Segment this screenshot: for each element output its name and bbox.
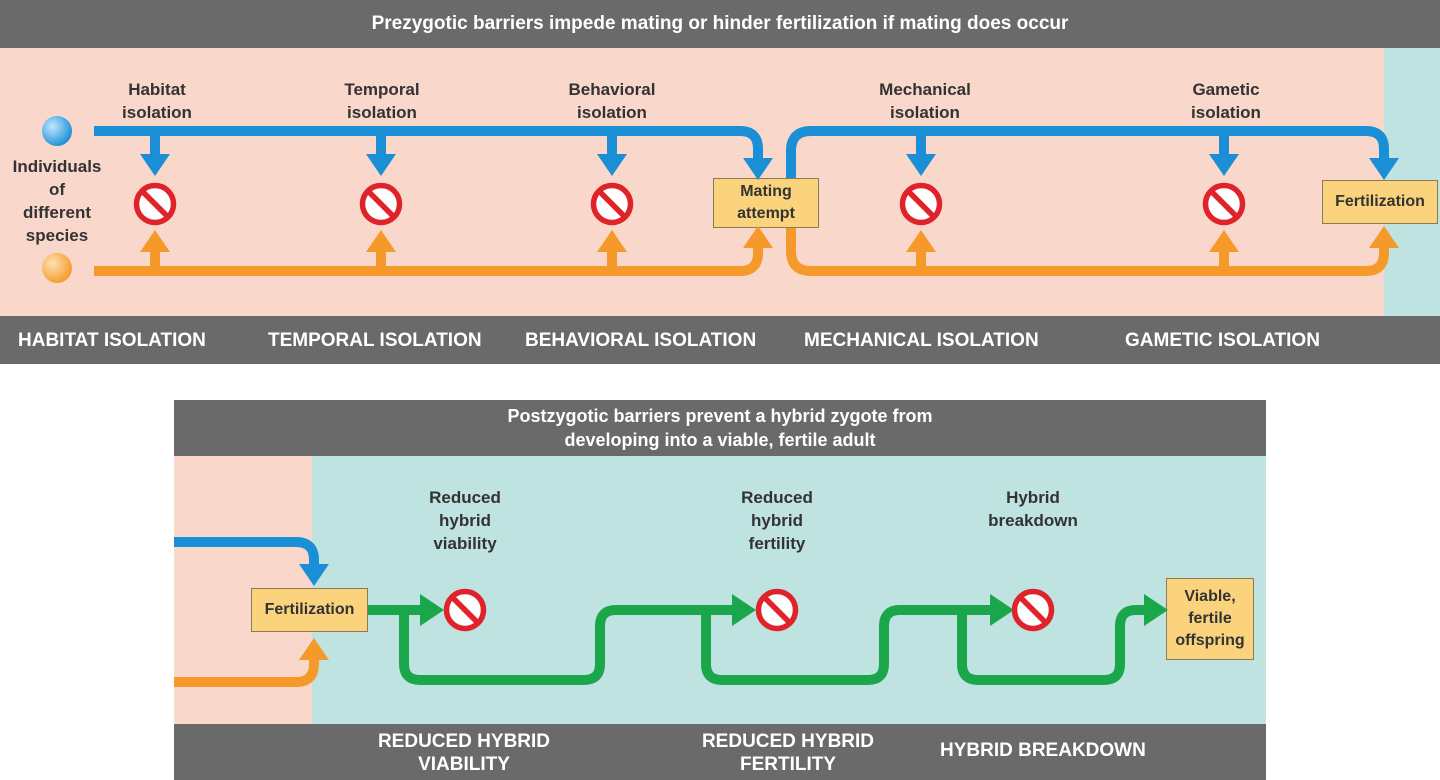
stop-icon-reduced-fertility <box>756 589 798 631</box>
fertilization-box-bottom: Fertilization <box>251 588 368 632</box>
orange-input-arrowhead <box>299 638 329 660</box>
footer-reduced-hybrid-viability: REDUCED HYBRID VIABILITY <box>377 731 551 775</box>
footer-habitat-isolation: HABITAT ISOLATION <box>18 330 206 351</box>
orange-input-arrow <box>174 658 319 687</box>
label-reduced-hybrid-viability: Reduced hybrid viability <box>429 488 501 553</box>
blue-flow-arrow <box>94 126 1389 178</box>
footer-hybrid-breakdown: HYBRID BREAKDOWN <box>940 740 1146 761</box>
stop-icon-reduced-viability <box>444 589 486 631</box>
footer-behavioral-isolation: BEHAVIORAL ISOLATION <box>525 330 757 351</box>
fertilization-box-top: Fertilization <box>1322 180 1438 224</box>
footer-mechanical-isolation: MECHANICAL ISOLATION <box>804 330 1039 351</box>
outcome-box: Viable, fertile offspring <box>1166 578 1254 660</box>
label-temporal-isolation: Temporal isolation <box>344 80 420 122</box>
label-behavioral-isolation: Behavioral isolation <box>568 80 656 122</box>
green-flow-arrow <box>368 605 1148 685</box>
stop-icon-habitat <box>134 183 176 225</box>
stop-icon-hybrid-breakdown <box>1012 589 1054 631</box>
stop-icon-gametic <box>1203 183 1245 225</box>
orange-arrowheads <box>140 226 1399 252</box>
label-habitat-isolation: Habitat isolation <box>122 80 192 122</box>
species-label: Individuals of different species <box>12 157 102 245</box>
species-a-icon <box>42 116 72 146</box>
prezygotic-header: Prezygotic barriers impede mating or hin… <box>0 0 1440 48</box>
postzygotic-footer <box>174 724 1266 780</box>
postzygotic-header-text: Postzygotic barriers prevent a hybrid zy… <box>507 406 933 450</box>
stop-icon-temporal <box>360 183 402 225</box>
stop-icon-behavioral <box>591 183 633 225</box>
blue-input-arrow <box>174 537 319 566</box>
label-gametic-isolation: Gametic isolation <box>1191 80 1261 122</box>
blue-arrowheads <box>140 154 1399 180</box>
green-arrowheads <box>420 594 1168 626</box>
blue-input-arrowhead <box>299 564 329 586</box>
mating-attempt-box: Mating attempt <box>713 178 819 228</box>
prezygotic-header-text: Prezygotic barriers impede mating or hin… <box>371 13 1069 34</box>
species-b-icon <box>42 253 72 283</box>
orange-flow-arrow <box>94 228 1389 276</box>
label-reduced-hybrid-fertility: Reduced hybrid fertility <box>741 488 813 553</box>
footer-reduced-hybrid-fertility: REDUCED HYBRID FERTILITY <box>701 731 875 775</box>
label-mechanical-isolation: Mechanical isolation <box>879 80 971 122</box>
prezygotic-footer <box>0 316 1440 364</box>
postzygotic-header: Postzygotic barriers prevent a hybrid zy… <box>174 400 1266 456</box>
footer-temporal-isolation: TEMPORAL ISOLATION <box>268 330 482 351</box>
stop-icon-mechanical <box>900 183 942 225</box>
label-hybrid-breakdown: Hybrid breakdown <box>988 488 1078 530</box>
footer-gametic-isolation: GAMETIC ISOLATION <box>1125 330 1320 351</box>
